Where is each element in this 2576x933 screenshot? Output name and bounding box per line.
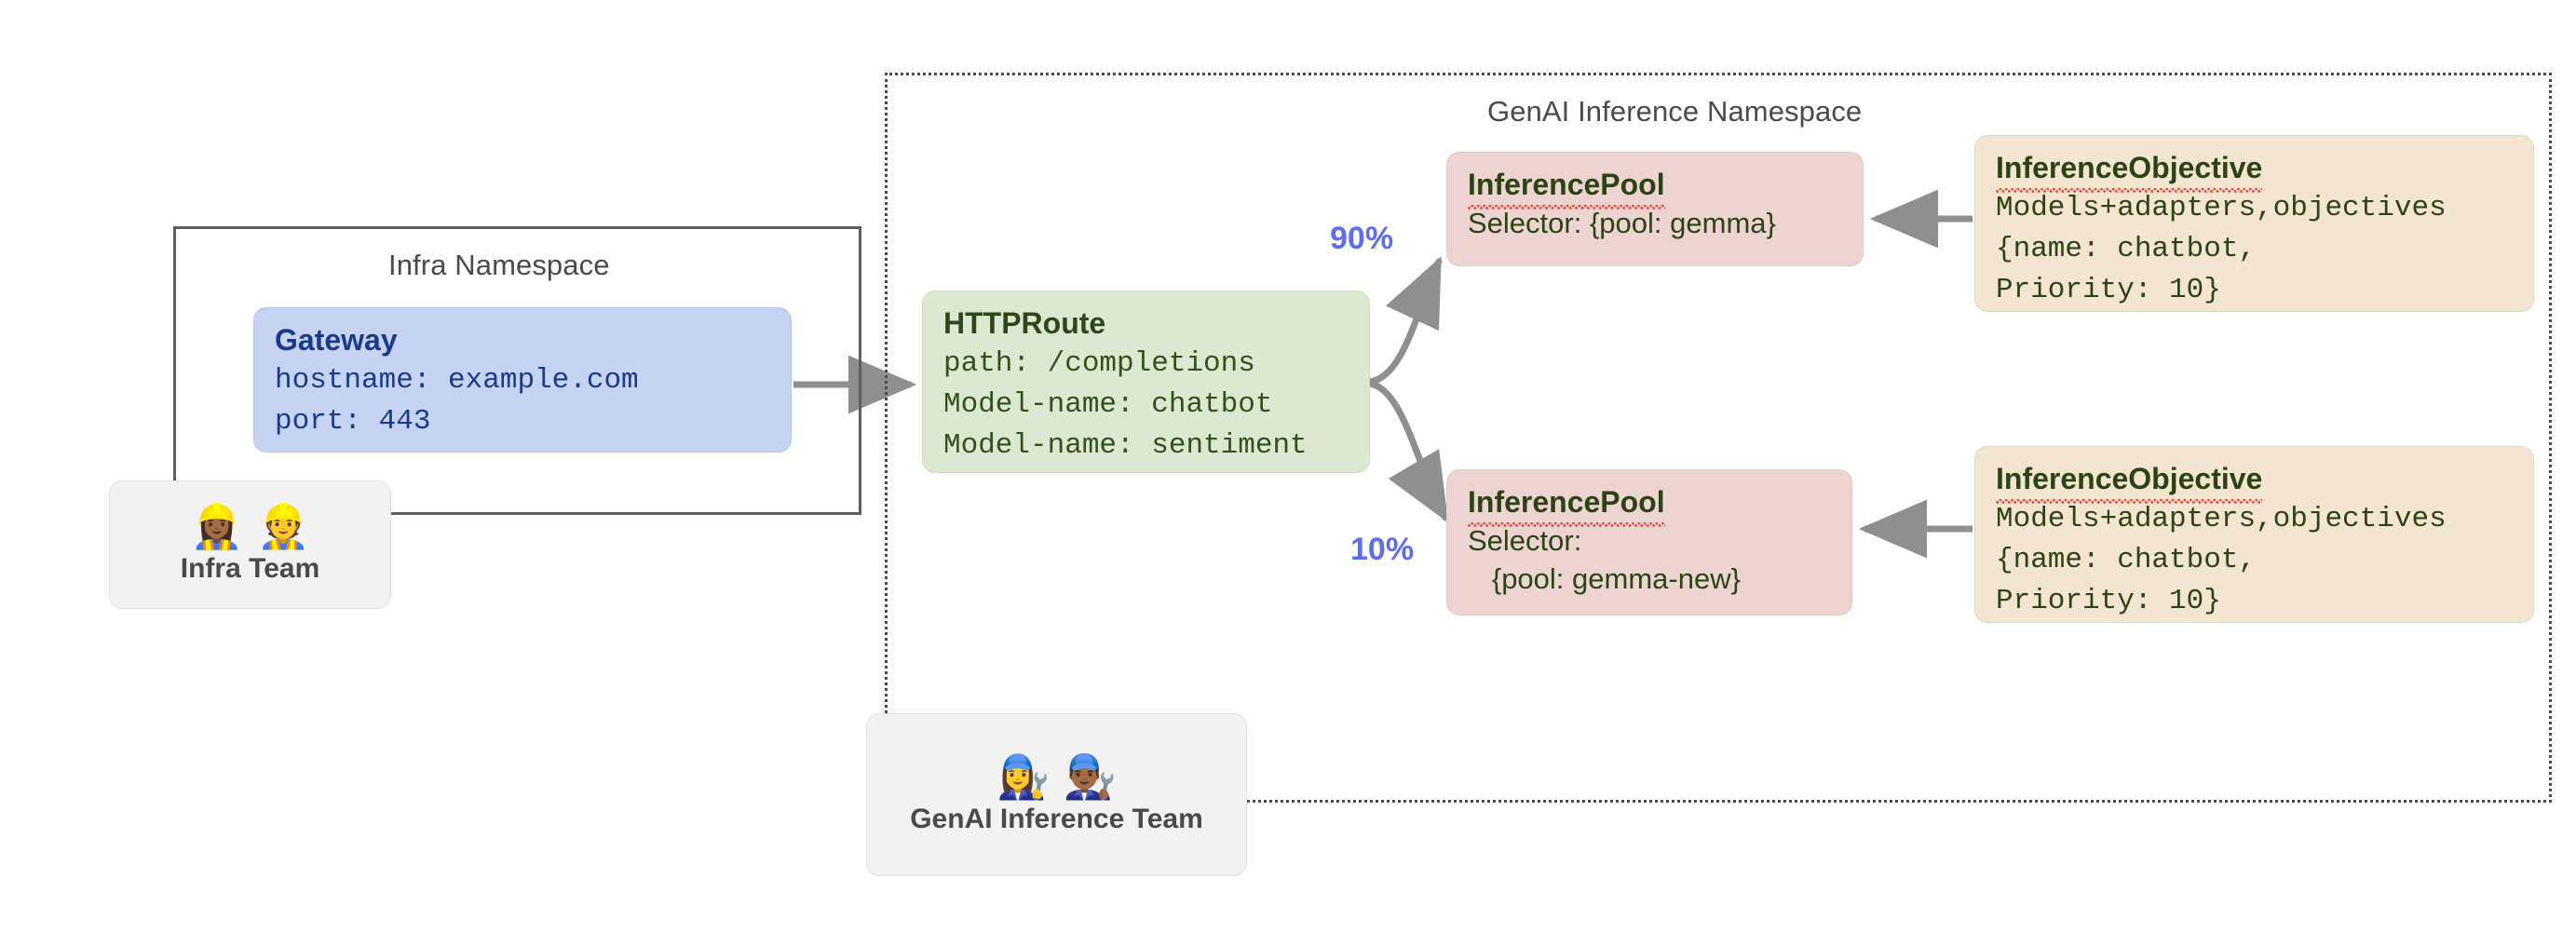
inferencepool-card-canary[interactable]: InferencePool Selector: {pool: gemma-new…	[1446, 469, 1852, 615]
inferencepool-canary-title: InferencePool	[1468, 483, 1833, 527]
infra-namespace-title: Infra Namespace	[388, 249, 610, 281]
genai-team-box[interactable]: 👩‍🔧👨🏾‍🔧 GenAI Inference Team	[866, 713, 1247, 876]
inferenceobjective-primary-details: Models+adapters,objectives {name: chatbo…	[1996, 191, 2447, 306]
inferencepool-canary-title-text: InferencePool	[1468, 483, 1665, 527]
traffic-weight-primary: 90%	[1330, 221, 1394, 256]
inferenceobjective-card-primary[interactable]: InferenceObjective Models+adapters,objec…	[1974, 135, 2534, 312]
genai-team-label: GenAI Inference Team	[910, 803, 1203, 834]
gateway-title: Gateway	[275, 323, 398, 357]
inferencepool-primary-selector: Selector: {pool: gemma}	[1468, 206, 1776, 239]
inferenceobjective-canary-title-text: InferenceObjective	[1996, 460, 2263, 504]
inferenceobjective-canary-title: InferenceObjective	[1996, 460, 2515, 504]
inferenceobjective-primary-title: InferenceObjective	[1996, 149, 2515, 193]
gateway-details: hostname: example.com port: 443	[275, 363, 639, 438]
inferenceobjective-canary-details: Models+adapters,objectives {name: chatbo…	[1996, 502, 2447, 617]
infra-namespace-boundary	[173, 226, 861, 515]
infra-team-label: Infra Team	[180, 553, 320, 584]
inferenceobjective-card-canary[interactable]: InferenceObjective Models+adapters,objec…	[1974, 446, 2534, 623]
inferencepool-primary-title: InferencePool	[1468, 166, 1844, 210]
httproute-details: path: /completions Model-name: chatbot M…	[943, 346, 1308, 462]
infra-team-box[interactable]: 👷🏾‍♀️👷 Infra Team	[109, 480, 391, 609]
inferencepool-canary-selector: Selector: {pool: gemma-new}	[1468, 523, 1741, 595]
httproute-title: HTTPRoute	[943, 306, 1106, 340]
gateway-card[interactable]: Gateway hostname: example.com port: 443	[253, 307, 792, 453]
httproute-card[interactable]: HTTPRoute path: /completions Model-name:…	[922, 291, 1370, 473]
inferencepool-primary-title-text: InferencePool	[1468, 166, 1665, 210]
construction-workers-icon: 👷🏾‍♀️👷	[190, 501, 323, 551]
inferencepool-card-primary[interactable]: InferencePool Selector: {pool: gemma}	[1446, 152, 1864, 266]
inferenceobjective-primary-title-text: InferenceObjective	[1996, 149, 2263, 193]
mechanics-icon: 👩‍🔧👨🏾‍🔧	[997, 750, 1130, 802]
traffic-weight-canary: 10%	[1350, 532, 1415, 567]
genai-namespace-title: GenAI Inference Namespace	[1487, 95, 1863, 128]
genai-namespace-boundary	[885, 73, 2552, 803]
